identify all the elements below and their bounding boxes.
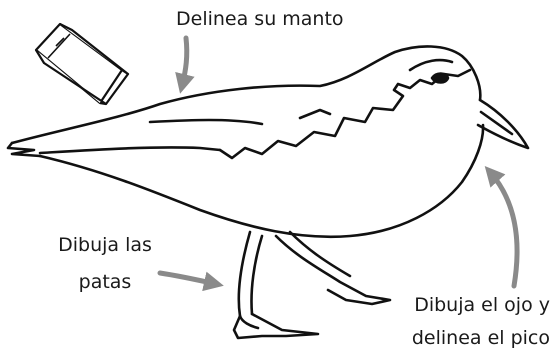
arrows	[157, 35, 520, 292]
label-eye-line1: Dibuja el ojo y	[414, 294, 550, 316]
eraser-icon	[34, 22, 130, 106]
arrow-mantle	[175, 35, 195, 94]
bird-outline	[6, 45, 530, 340]
arrow-eye-beak	[484, 165, 520, 289]
label-legs-line2: patas	[78, 271, 132, 293]
label-legs-line1: Dibuja las	[58, 234, 152, 256]
arrow-legs	[157, 270, 224, 292]
label-eye-line2: delinea el pico	[411, 327, 550, 349]
label-mantle: Delinea su manto	[176, 8, 344, 30]
